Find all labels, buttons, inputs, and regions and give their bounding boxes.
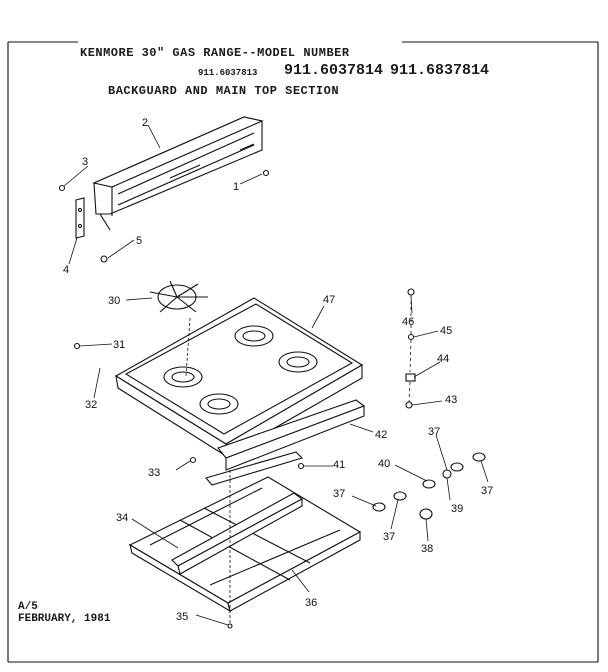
callout-32: 32 [85, 399, 97, 411]
callout-34: 34 [116, 512, 128, 524]
model-number-small: 911.6037813 [198, 68, 258, 78]
callout-36: 36 [305, 597, 317, 609]
footer-date: FEBRUARY, 1981 [18, 613, 111, 625]
model-number-b: 911.6837814 [390, 62, 490, 79]
callout-31: 31 [113, 339, 125, 351]
callout-38: 38 [421, 543, 433, 555]
footer-code: A/5 [18, 601, 38, 613]
leader-lines [63, 124, 489, 626]
center-rail [171, 492, 304, 575]
callout-37-c: 37 [428, 426, 440, 438]
burner-valves [372, 452, 486, 520]
backguard-panel [92, 116, 264, 231]
callout-37-a: 37 [333, 488, 345, 500]
callout-40: 40 [378, 458, 390, 470]
page-frame [7, 41, 599, 663]
screws [58, 169, 305, 629]
vent-fasteners [405, 288, 416, 409]
callout-numbers: 1 2 3 4 5 30 31 32 33 34 35 36 37 37 37 … [63, 117, 493, 623]
callout-2: 2 [142, 117, 148, 129]
callout-42: 42 [375, 429, 387, 441]
header-subtitle: BACKGUARD AND MAIN TOP SECTION [108, 84, 340, 98]
end-bracket [75, 197, 85, 239]
burner-box [128, 476, 362, 613]
callout-30: 30 [108, 295, 120, 307]
callout-33: 33 [148, 467, 160, 479]
callout-3: 3 [82, 156, 88, 168]
callout-44: 44 [437, 353, 449, 365]
callout-35: 35 [176, 611, 188, 623]
burner-grate [149, 280, 208, 313]
callout-43: 43 [445, 394, 457, 406]
model-number-a: 911.6037814 [284, 62, 384, 79]
header-title: KENMORE 30" GAS RANGE--MODEL NUMBER [80, 46, 350, 60]
callout-45: 45 [440, 325, 452, 337]
callout-39: 39 [451, 503, 463, 515]
callout-5: 5 [136, 235, 142, 247]
callout-47: 47 [323, 294, 335, 306]
callout-1: 1 [233, 181, 239, 193]
callout-37-b: 37 [383, 531, 395, 543]
main-top [114, 297, 364, 457]
callout-46: 46 [402, 316, 414, 328]
callout-37-d: 37 [481, 485, 493, 497]
callout-4: 4 [63, 264, 69, 276]
front-rail [217, 399, 366, 471]
callout-41: 41 [333, 459, 345, 471]
